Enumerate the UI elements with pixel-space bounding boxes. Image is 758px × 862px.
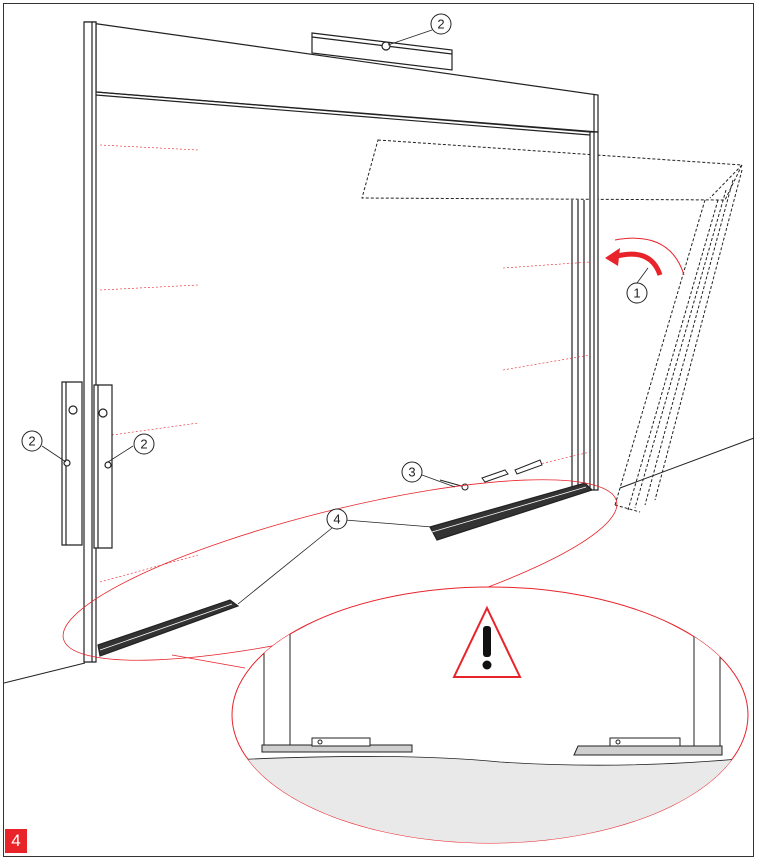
diagram-border [3, 3, 754, 857]
floor-rails [97, 482, 594, 657]
svg-text:1: 1 [633, 286, 640, 301]
main-frame [83, 21, 599, 663]
callout-2-right: 2 [133, 433, 155, 455]
callout-2-left: 2 [21, 430, 43, 452]
svg-text:2: 2 [28, 434, 35, 449]
step-number-badge: 4 [5, 829, 27, 853]
top-spirit-level [311, 32, 453, 71]
callout-leaders [41, 29, 649, 605]
screw-anchor-hardware [439, 459, 543, 491]
svg-text:2: 2 [437, 17, 444, 32]
callout-2-top: 2 [430, 13, 452, 35]
wall-floor-lines [3, 437, 755, 684]
warning-triangle-icon [452, 605, 522, 678]
callout-3: 3 [401, 461, 423, 483]
side-spirit-levels [61, 381, 113, 549]
svg-text:4: 4 [333, 512, 340, 527]
alignment-guides [99, 144, 591, 583]
rotate-arrow-icon [605, 237, 685, 276]
tilted-frame-ghost [361, 139, 743, 513]
svg-text:3: 3 [408, 465, 415, 480]
callout-4: 4 [326, 508, 348, 530]
callout-1: 1 [626, 282, 648, 304]
svg-text:2: 2 [140, 437, 147, 452]
